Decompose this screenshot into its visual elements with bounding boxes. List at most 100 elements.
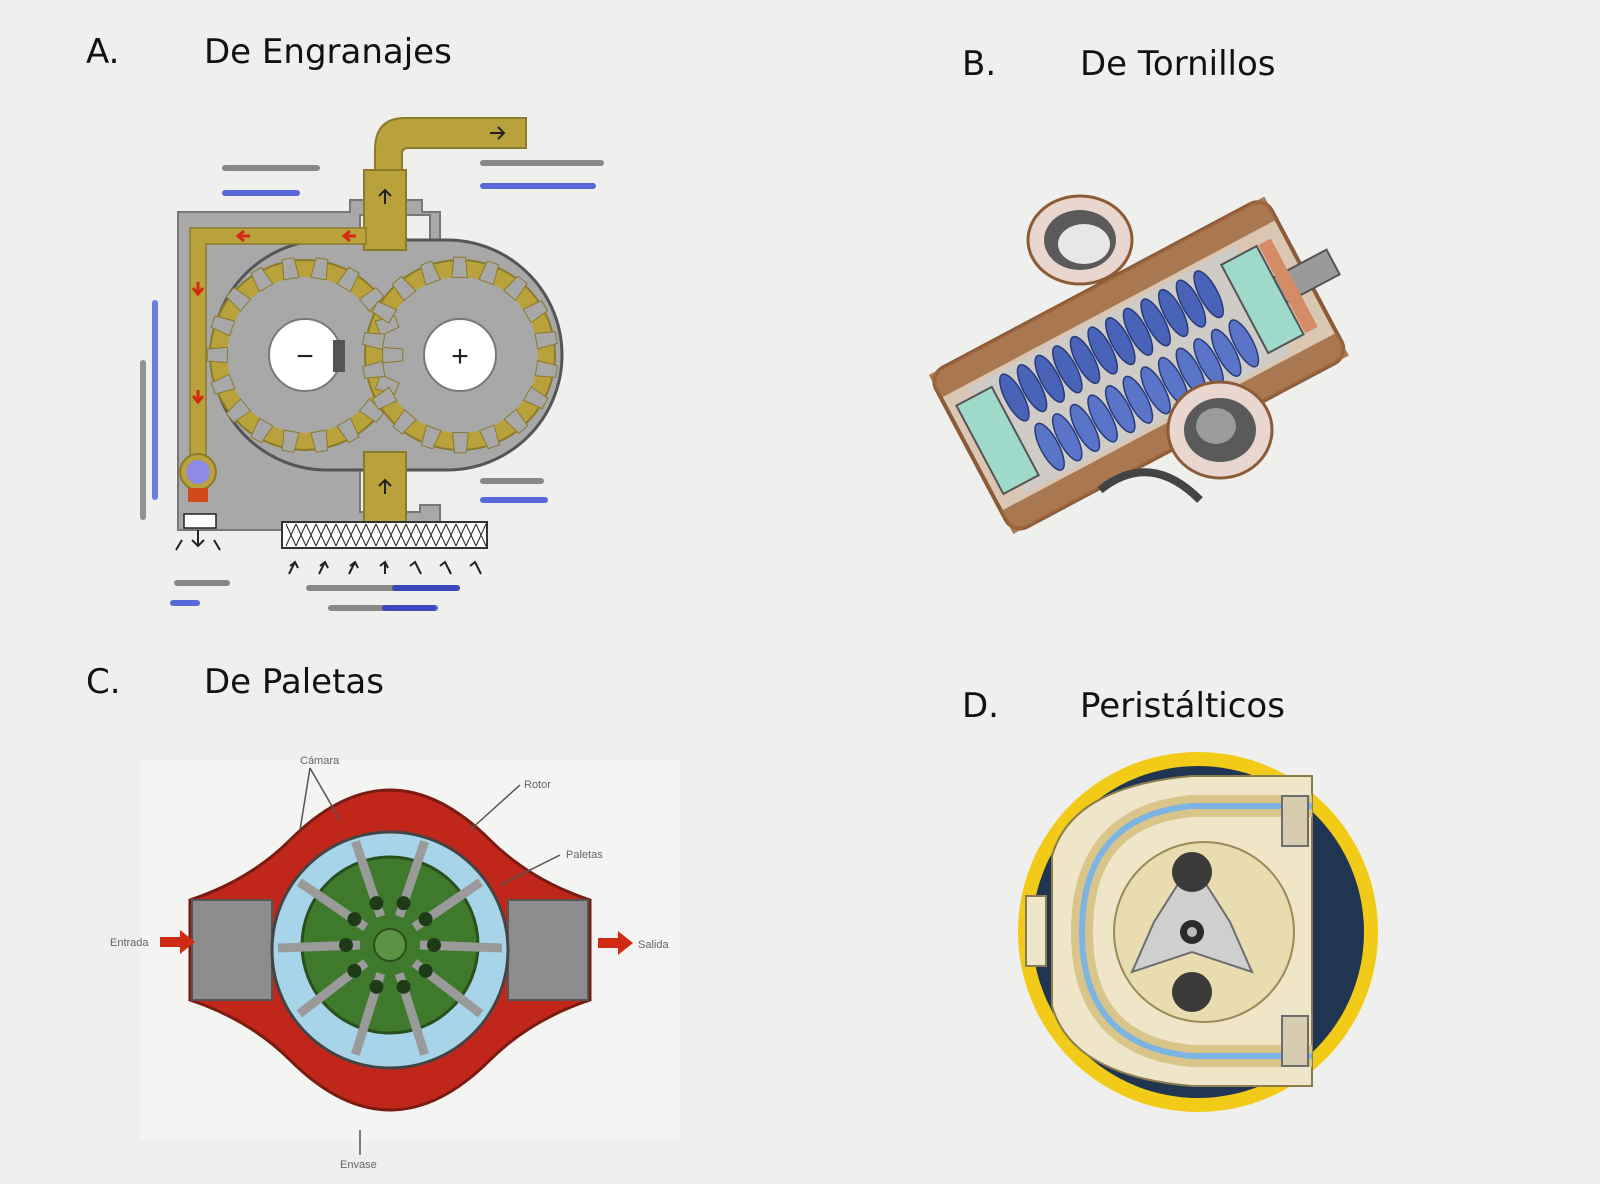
housing-latch: [1025, 895, 1047, 967]
rotor-hub: [373, 928, 407, 962]
gear-tooth: [225, 286, 252, 312]
screw-flight: [1157, 288, 1189, 338]
gear-tooth: [382, 346, 404, 364]
gear-tooth: [358, 286, 385, 312]
panel-d-title: Peristálticos: [1080, 686, 1285, 726]
screw-flight: [1175, 279, 1207, 328]
inlet-arrow-icon: [160, 930, 195, 954]
discharge-arrow-icon: [490, 126, 506, 140]
screw-flight: [1052, 345, 1083, 394]
gear-tooth: [336, 266, 360, 293]
label-casing: Envase: [340, 1159, 377, 1170]
mesh-line: [415, 523, 427, 547]
suction-arrow-icon: [379, 560, 389, 574]
inlet-arrow-icon: [378, 478, 392, 494]
gear-tooth: [374, 373, 400, 395]
panel-c-letter: C.: [86, 662, 121, 702]
gear-tooth: [250, 266, 274, 293]
gear-tooth: [451, 256, 468, 278]
vane-slot: [339, 938, 353, 952]
tube-clamp-bottom: [1281, 1015, 1309, 1067]
leader-lines: [299, 767, 561, 1155]
mesh-line: [435, 523, 447, 547]
vane-slot: [369, 896, 384, 911]
tube-clamp-top: [1281, 795, 1309, 847]
vane-slot: [427, 938, 441, 952]
timing-gear: [1258, 238, 1318, 334]
gear-tooth: [250, 417, 274, 444]
suction-arrows: [288, 560, 482, 575]
suction-arrow-icon: [439, 560, 452, 575]
screw-flight: [1193, 270, 1224, 319]
mesh-line: [325, 523, 337, 547]
drain-arrow-icon: [175, 530, 221, 551]
gear-key: [333, 340, 345, 372]
screw-flight: [1034, 354, 1066, 403]
gear-tooth: [371, 300, 398, 324]
gear-tooth: [210, 373, 236, 395]
screw-flight: [1210, 328, 1242, 377]
gear-tooth: [522, 386, 549, 410]
mesh-line: [375, 523, 387, 547]
panel-b-letter: B.: [962, 44, 997, 84]
screw-flight: [1105, 317, 1136, 366]
screw-flight: [1034, 422, 1065, 471]
gear-tooth: [503, 408, 529, 435]
plus-sign: +: [451, 340, 469, 373]
screw-flight: [1087, 326, 1118, 375]
gear-tooth: [502, 275, 528, 302]
vane-pump-diagram: Cámara Rotor Paletas Entrada Salida Enva…: [110, 755, 680, 1170]
inlet-flange-top: [1026, 194, 1134, 286]
screw-pump-illustration: [928, 194, 1349, 534]
panel-c-title: De Paletas: [204, 662, 384, 702]
foot-bracket: [1097, 468, 1203, 503]
gear-tooth: [206, 346, 228, 364]
vane-slot: [369, 979, 384, 994]
gear-tooth: [371, 386, 398, 411]
screw-flight: [1122, 375, 1154, 424]
mesh-line: [335, 523, 347, 547]
gear-tooth: [452, 432, 469, 454]
mesh-line: [345, 523, 357, 547]
center-channel: [363, 169, 407, 251]
gear-tooth: [420, 424, 442, 450]
flow-arrow-icon: [191, 282, 205, 297]
label-rotor: Rotor: [524, 779, 551, 791]
body-top-rim: [928, 196, 1277, 398]
vane-slot: [347, 963, 362, 978]
strainer: [281, 521, 488, 549]
screw-flight: [1104, 385, 1136, 434]
label-vanes: Paletas: [566, 849, 603, 861]
screw-flight: [1228, 319, 1260, 368]
gear-tooth: [336, 417, 360, 444]
gear-tooth: [310, 429, 329, 453]
screw-flight: [1016, 363, 1048, 413]
gear-tooth: [420, 260, 442, 286]
flow-arrow-icon: [235, 229, 250, 243]
suction-arrow-icon: [409, 560, 422, 575]
relief-valve-ball: [186, 460, 210, 484]
outlet-flange-front: [1166, 380, 1274, 480]
gear-right: [364, 259, 556, 451]
gear-pump-diagram: − +: [140, 117, 604, 611]
mesh-line: [315, 523, 327, 547]
gear-tooth: [478, 424, 500, 450]
strainer-mesh: [285, 523, 487, 547]
screw-flight: [1069, 335, 1101, 385]
mesh-line: [445, 523, 457, 547]
gear-tooth: [522, 299, 549, 324]
mesh-line: [425, 523, 437, 547]
screw-flight: [1140, 366, 1171, 415]
screw-flight: [1069, 403, 1101, 453]
gear-left: [209, 259, 401, 451]
gear-tooth: [210, 315, 236, 337]
mesh-line: [475, 523, 487, 547]
screw-flight: [1051, 413, 1083, 462]
gear-tooth: [478, 260, 500, 286]
peristaltic-tube: [1078, 803, 1312, 1059]
mesh-line: [365, 523, 377, 547]
gear-teeth: [206, 256, 558, 454]
inlet-pipe: [363, 451, 407, 523]
screw-flight: [1087, 394, 1118, 443]
vane-slot: [396, 896, 411, 911]
